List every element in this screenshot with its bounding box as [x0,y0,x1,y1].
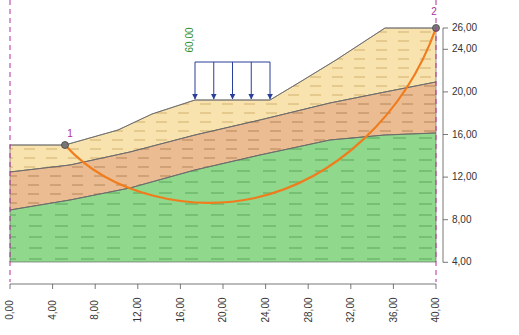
axis-label: 20,00 [218,297,228,322]
axis-tick [350,284,351,289]
axis-label: 24,00 [261,297,271,322]
soil-layer-bedrock [10,133,436,262]
axis-label: 40,00 [431,297,441,322]
axis-tick [52,284,53,289]
axis-tick [265,284,266,289]
point-number: 1 [66,129,74,139]
axis-label: 24,00 [452,44,477,54]
axis-label: 8,00 [452,215,471,225]
section-boundary [10,0,11,282]
axis-tick [10,284,11,289]
axis-tick [95,284,96,289]
axis-tick [443,91,448,92]
axis-label: 36,00 [388,297,398,322]
axis-tick [443,262,448,263]
axis-tick [137,284,138,289]
axis-label: 16,00 [452,130,477,140]
section-boundary [436,0,437,282]
axis-tick [308,284,309,289]
layer-boundary [10,82,436,172]
axis-label: 4,00 [48,300,58,319]
axis-tick [443,28,448,29]
axis-label: 8,00 [90,300,100,319]
axis-tick [223,284,224,289]
axis-tick [443,177,448,178]
axis-line [443,28,444,262]
axis-tick [436,284,437,289]
slip-point [62,142,69,149]
load-arrow [270,62,271,99]
load-value: 60,00 [185,27,195,52]
axis-tick [180,284,181,289]
axis-label: 32,00 [346,297,356,322]
point-number: 2 [430,7,438,17]
axis-tick [443,219,448,220]
load-arrow [232,62,233,99]
load-arrow [251,62,252,99]
layer-boundary [10,28,436,145]
axis-label: 20,00 [452,87,477,97]
slip-surface [65,28,436,203]
axis-label: 0,00 [5,300,15,319]
axis-tick [443,134,448,135]
axis-label: 26,00 [452,23,477,33]
axis-tick [393,284,394,289]
axis-label: 12,00 [452,172,477,182]
axis-label: 16,00 [175,297,185,322]
axis-label: 12,00 [133,297,143,322]
axis-label: 4,00 [452,257,471,267]
load-arrow [213,62,214,99]
layer-boundary [10,133,436,210]
load-arrow [195,62,196,99]
axis-tick [443,49,448,50]
axis-label: 28,00 [303,297,313,322]
